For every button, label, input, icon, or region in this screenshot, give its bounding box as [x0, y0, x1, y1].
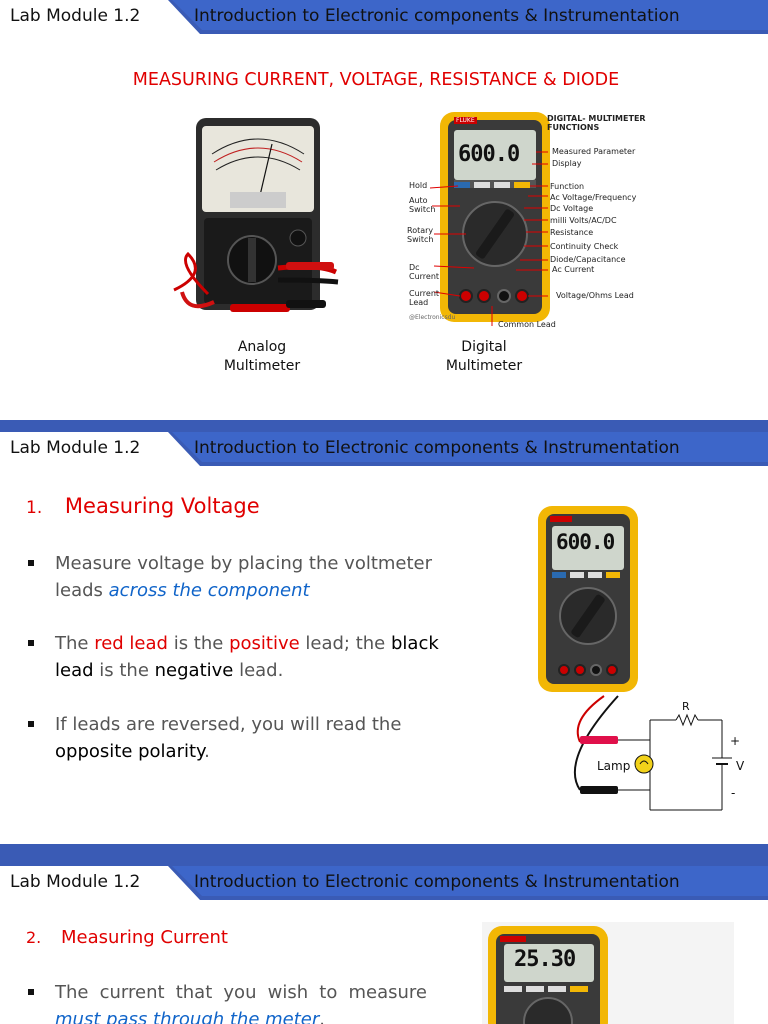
dmm-label-left-3: Dc Current	[409, 263, 440, 281]
dmm-label-left-0: Hold	[409, 181, 428, 190]
dmm-label-bottom: Common Lead	[498, 320, 556, 329]
slide-divider-2	[0, 844, 768, 866]
dmm-label-left-2: Rotary Switch	[407, 226, 434, 244]
circuit-label-V: V	[736, 759, 745, 773]
section-heading: 2. Measuring Current	[26, 927, 228, 948]
title-band	[168, 866, 768, 900]
header-title: Introduction to Electronic components & …	[194, 872, 680, 892]
meter-display-value: 25.30	[514, 947, 576, 972]
bullet-marker	[28, 560, 34, 566]
dmm-diagram-title: DIGITAL- MULTIMETER FUNCTIONS	[547, 114, 646, 132]
digital-multimeter-diagram	[429, 112, 550, 326]
digital-multimeter-image	[482, 922, 734, 1024]
circuit-label-lamp: Lamp	[597, 759, 631, 773]
dmm-label-right-4: Dc Voltage	[550, 204, 594, 213]
title-band	[168, 432, 768, 466]
header-title: Introduction to Electronic components & …	[194, 438, 680, 458]
dmm-label-right-1: Display	[552, 159, 582, 168]
title-band	[168, 0, 768, 34]
dmm-label-right-9: Ac Current	[552, 265, 595, 274]
digital-multimeter-image	[538, 506, 638, 692]
dmm-label-right-10: Voltage/Ohms Lead	[556, 291, 634, 300]
bullet-marker	[28, 721, 34, 727]
slide-heading: MEASURING CURRENT, VOLTAGE, RESISTANCE &…	[132, 70, 620, 90]
module-label: Lab Module 1.2	[10, 872, 141, 892]
slide-header: Lab Module 1.2 Introduction to Electroni…	[0, 432, 768, 466]
section-heading: 1. Measuring Voltage	[26, 494, 260, 518]
header-title: Introduction to Electronic components & …	[194, 6, 680, 26]
circuit-label-minus: -	[731, 786, 736, 800]
section-number: 1.	[26, 498, 43, 518]
dmm-label-right-2: Function	[550, 182, 585, 191]
dmm-brand: FLUKE	[454, 117, 477, 124]
dmm-credit: @Electronicsdu	[409, 314, 456, 321]
analog-multimeter-image	[173, 118, 339, 312]
dmm-label-right-6: Resistance	[550, 228, 594, 237]
digital-caption: Digital Multimeter	[445, 339, 523, 374]
dmm-label-right-3: Ac Voltage/Frequency	[550, 193, 637, 202]
slide-3: Lab Module 1.2 Introduction to Electroni…	[0, 866, 768, 1024]
section-title: Measuring Current	[61, 927, 228, 948]
dmm-display-value: 600.0	[458, 142, 520, 167]
dmm-label-right-0: Measured Parameter	[552, 147, 636, 156]
bullet-2: The red lead is the positive lead; the b…	[55, 633, 439, 681]
module-label: Lab Module 1.2	[10, 6, 141, 26]
dmm-label-right-5: milli Volts/AC/DC	[550, 216, 617, 225]
bullet-1: Measure voltage by placing the voltmeter…	[55, 553, 433, 601]
module-label: Lab Module 1.2	[10, 438, 141, 458]
meter-display-value: 600.0	[556, 530, 615, 554]
section-title: Measuring Voltage	[64, 494, 260, 518]
slide-header: Lab Module 1.2 Introduction to Electroni…	[0, 866, 768, 900]
bullet-marker	[28, 989, 34, 995]
circuit-label-R: R	[682, 700, 690, 713]
circuit-diagram	[573, 695, 732, 811]
slide-header: Lab Module 1.2 Introduction to Electroni…	[0, 0, 768, 34]
section-number: 2.	[26, 928, 42, 947]
analog-caption: Analog Multimeter	[223, 339, 301, 374]
slide-divider-1	[0, 420, 768, 432]
dmm-label-right-7: Continuity Check	[550, 242, 619, 251]
circuit-label-plus: +	[730, 734, 741, 748]
slide-1: Lab Module 1.2 Introduction to Electroni…	[0, 0, 768, 420]
bullet-3: If leads are reversed, you will read the…	[55, 714, 402, 762]
bullet-1: The current that you wish to measure mus…	[55, 982, 427, 1024]
slide-2: Lab Module 1.2 Introduction to Electroni…	[0, 432, 768, 844]
dmm-label-left-1: Auto Switch	[409, 196, 436, 214]
dmm-label-right-8: Diode/Capacitance	[550, 255, 626, 264]
dmm-label-left-4: Current Lead	[409, 289, 440, 307]
bullet-marker	[28, 640, 34, 646]
